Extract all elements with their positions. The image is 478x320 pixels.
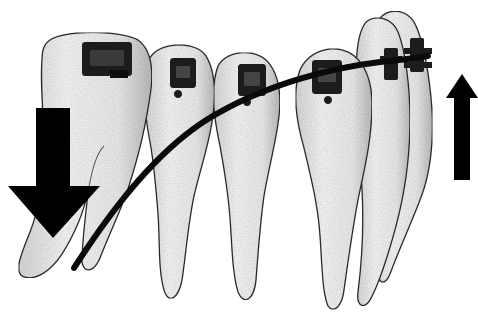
molar-tube-bracket <box>82 42 132 78</box>
extrusion-force-arrow-icon <box>446 74 478 180</box>
